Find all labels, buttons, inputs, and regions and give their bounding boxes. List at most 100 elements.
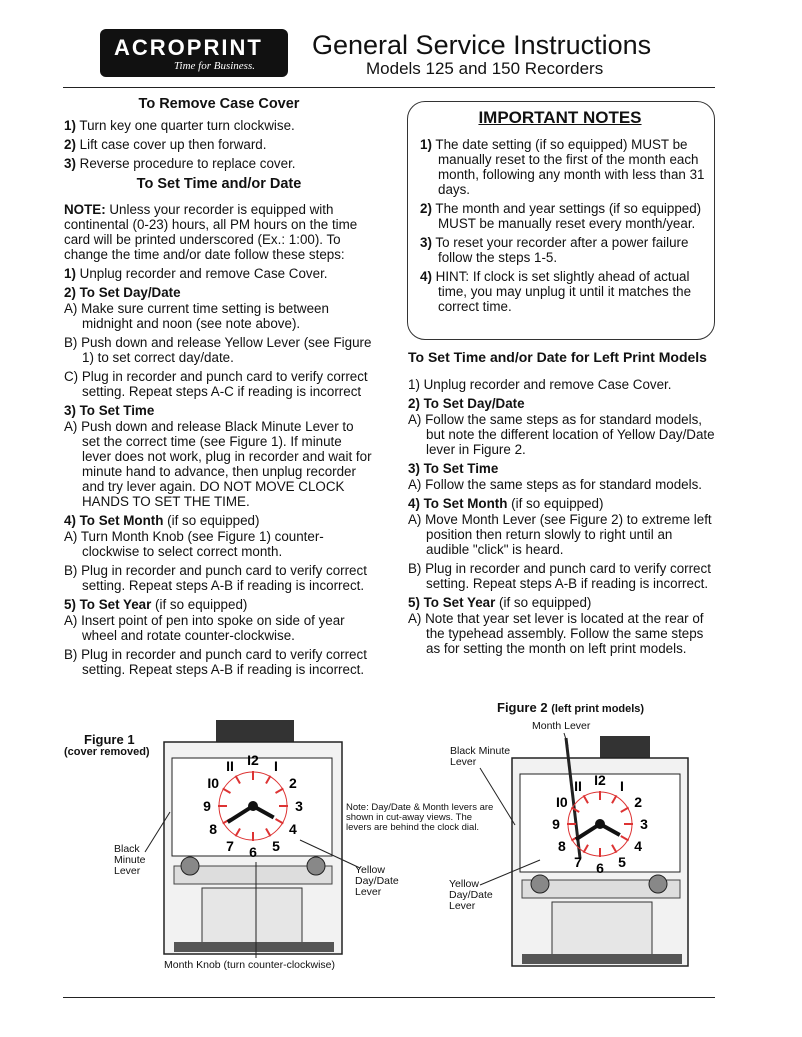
step2-c: C) Plug in recorder and punch card to ve… xyxy=(64,369,368,399)
clock-tick xyxy=(275,818,284,825)
figure2-month-lever-label: Month Lever xyxy=(532,720,591,732)
figure1-subtitle: (cover removed) xyxy=(64,746,150,758)
clock-number: 2 xyxy=(289,775,297,791)
figure1-black-lever-label: Black Minute Lever xyxy=(114,843,146,877)
clock-hub xyxy=(248,801,258,811)
right-step4-heading: 4) To Set Month (if so equipped) xyxy=(408,496,604,511)
fig2-spool-right xyxy=(648,874,668,894)
clock-number: 6 xyxy=(596,860,604,876)
clock-tick xyxy=(234,775,241,784)
step3-heading: 3) To Set Time xyxy=(64,403,155,418)
cover-step-3: 3) Reverse procedure to replace cover. xyxy=(64,156,296,171)
fig2-top-block xyxy=(600,736,650,760)
right-column: To Set Time and/or Date for Left Print M… xyxy=(408,350,718,660)
clock-tick xyxy=(611,794,618,804)
step2-b: B) Push down and release Yellow Lever (s… xyxy=(64,335,372,365)
clock-number: II xyxy=(574,778,582,794)
fig2-base xyxy=(522,954,682,964)
figure1-month-knob-label: Month Knob (turn counter-clockwise) xyxy=(164,959,335,971)
clock-tick xyxy=(620,835,630,842)
clock-number: 9 xyxy=(203,798,211,814)
clock-tick xyxy=(265,775,272,784)
cover-step-1: 1) Turn key one quarter turn clockwise. xyxy=(64,118,295,133)
clock-number: 8 xyxy=(209,821,217,837)
step2-a: A) Make sure current time setting is bet… xyxy=(64,301,329,331)
right-step4-a: A) Move Month Lever (see Figure 2) to ex… xyxy=(408,512,712,557)
right-step5-a: A) Note that year set lever is located a… xyxy=(408,611,704,656)
clock-tick xyxy=(570,806,580,813)
step3-a: A) Push down and release Black Minute Le… xyxy=(64,419,372,509)
clock-number: 8 xyxy=(558,838,566,854)
left-print-heading: To Set Time and/or Date for Left Print M… xyxy=(408,349,707,365)
important-notes-box xyxy=(407,101,715,340)
fig1-base xyxy=(174,942,334,952)
fig1-ribbon xyxy=(173,865,333,885)
figure1-title: Figure 1 xyxy=(84,732,135,747)
clock-tick xyxy=(582,794,589,804)
figure2-yellow-lever-label: Yellow Day/Date Lever xyxy=(449,878,493,912)
clock-number: I2 xyxy=(594,772,606,788)
clock-number: 2 xyxy=(634,794,642,810)
logo-text: ACROPRINT xyxy=(114,35,263,60)
clock-tick xyxy=(275,787,284,794)
page-subtitle: Models 125 and 150 Recorders xyxy=(366,59,604,78)
header-rule xyxy=(63,87,715,88)
clock-number: 6 xyxy=(249,844,257,860)
fig1-mechanism xyxy=(201,887,303,945)
figure1-yellow-lever-label: Yellow Day/Date Lever xyxy=(355,864,399,898)
right-step2-heading: 2) To Set Day/Date xyxy=(408,396,525,411)
right-step2-a: A) Follow the same steps as for standard… xyxy=(408,412,715,457)
clock-number: I xyxy=(620,778,624,794)
clock-number: II xyxy=(226,758,234,774)
clock-number: 3 xyxy=(640,816,648,832)
figure2-title: Figure 2 xyxy=(497,700,548,715)
fig1-spool-left xyxy=(180,856,200,876)
figure2-subtitle: (left print models) xyxy=(551,703,645,715)
figure2-black-lever-label: Black Minute Lever xyxy=(450,745,511,768)
fig2-spool-left xyxy=(530,874,550,894)
note-item-1: 1) The date setting (if so equipped) MUS… xyxy=(420,137,705,197)
right-step4-b: B) Plug in recorder and punch card to ve… xyxy=(408,561,711,591)
fig2-mechanism xyxy=(551,901,653,959)
logo-tagline: Time for Business. xyxy=(174,60,255,72)
clock-tick xyxy=(265,828,272,837)
clock-tick xyxy=(234,828,241,837)
step4-heading: 4) To Set Month (if so equipped) xyxy=(64,513,260,528)
left-column: To Remove Case Cover 1) Turn key one qua… xyxy=(64,97,374,681)
clock-number: 5 xyxy=(272,838,280,854)
clock-number: 4 xyxy=(634,838,642,854)
right-step-1: 1) Unplug recorder and remove Case Cover… xyxy=(408,377,672,392)
clock-number: 5 xyxy=(618,854,626,870)
clock-tick xyxy=(620,806,630,813)
clock-tick xyxy=(611,844,618,854)
fig1-spool-right xyxy=(306,856,326,876)
clock-hub xyxy=(595,819,605,829)
right-step3-heading: 3) To Set Time xyxy=(408,461,499,476)
clock-number: 9 xyxy=(552,816,560,832)
fig1-top-block xyxy=(216,720,294,744)
clock-number: 3 xyxy=(295,798,303,814)
time-heading: To Set Time and/or Date xyxy=(136,176,302,192)
left-step-1: 1) Unplug recorder and remove Case Cover… xyxy=(64,266,328,281)
cover-heading: To Remove Case Cover xyxy=(138,96,300,112)
important-notes-list: 1) The date setting (if so equipped) MUS… xyxy=(420,137,706,318)
note-paragraph: NOTE: Unless your recorder is equipped w… xyxy=(64,202,358,262)
cover-step-2: 2) Lift case cover up then forward. xyxy=(64,137,267,152)
step2-heading: 2) To Set Day/Date xyxy=(64,285,181,300)
page-title: General Service Instructions xyxy=(312,30,652,60)
note-item-4: 4) HINT: If clock is set slightly ahead … xyxy=(420,269,692,314)
clock-tick xyxy=(582,844,589,854)
clock-number: I xyxy=(274,758,278,774)
figure-cutaway-note: Note: Day/Date & Month levers are shown … xyxy=(346,802,494,833)
important-notes-title: IMPORTANT NOTES xyxy=(478,108,642,127)
clock-tick xyxy=(222,787,231,794)
figure2-title-row: Figure 2 (left print models) xyxy=(497,700,644,715)
step5-a: A) Insert point of pen into spoke on sid… xyxy=(64,613,345,643)
clock-number: I0 xyxy=(207,775,219,791)
right-step3-a: A) Follow the same steps as for standard… xyxy=(408,477,702,492)
step4-b: B) Plug in recorder and punch card to ve… xyxy=(64,563,367,593)
note-item-2: 2) The month and year settings (if so eq… xyxy=(420,201,702,231)
